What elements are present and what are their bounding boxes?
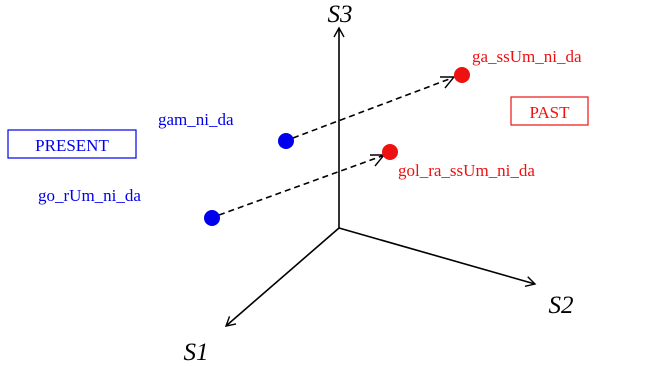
past-box (510, 96, 589, 126)
present-label: PRESENT (35, 136, 109, 155)
past-points: ga_ssUm_ni_da gol_ra_ssUm_ni_da (382, 47, 582, 180)
present-box (7, 129, 137, 159)
point-label-gol-ra-ssUm-ni-da: gol_ra_ssUm_ni_da (398, 161, 535, 180)
arrow-gam-to-gassUm (292, 77, 453, 139)
point-go-rUm-ni-da (204, 210, 220, 226)
axis-label-s2: S2 (549, 292, 574, 319)
axis-s2 (338, 227, 537, 288)
point-gam-ni-da (278, 133, 294, 149)
past-label: PAST (529, 103, 570, 122)
axes: S3 S2 S1 (184, 1, 574, 366)
point-gol-ra-ssUm-ni-da (382, 144, 398, 160)
group-past: PAST (510, 96, 589, 126)
arrowhead-gam-to-gassUm (440, 76, 456, 89)
present-points: gam_ni_da go_rUm_ni_da (38, 110, 294, 226)
arrow-gorUm-to-golrassUm (218, 155, 383, 216)
group-present: PRESENT (7, 129, 137, 159)
point-label-go-rUm-ni-da: go_rUm_ni_da (38, 186, 141, 205)
axis-s1 (224, 227, 340, 327)
axis-label-s1: S1 (184, 339, 209, 366)
point-label-gam-ni-da: gam_ni_da (158, 110, 234, 129)
arrowhead-gorUm-to-golrassUm (370, 154, 386, 167)
point-label-ga-ssUm-ni-da: ga_ssUm_ni_da (472, 47, 582, 66)
point-ga-ssUm-ni-da (454, 67, 470, 83)
transformation-arrows (218, 76, 456, 216)
axis-label-s3: S3 (328, 1, 353, 28)
